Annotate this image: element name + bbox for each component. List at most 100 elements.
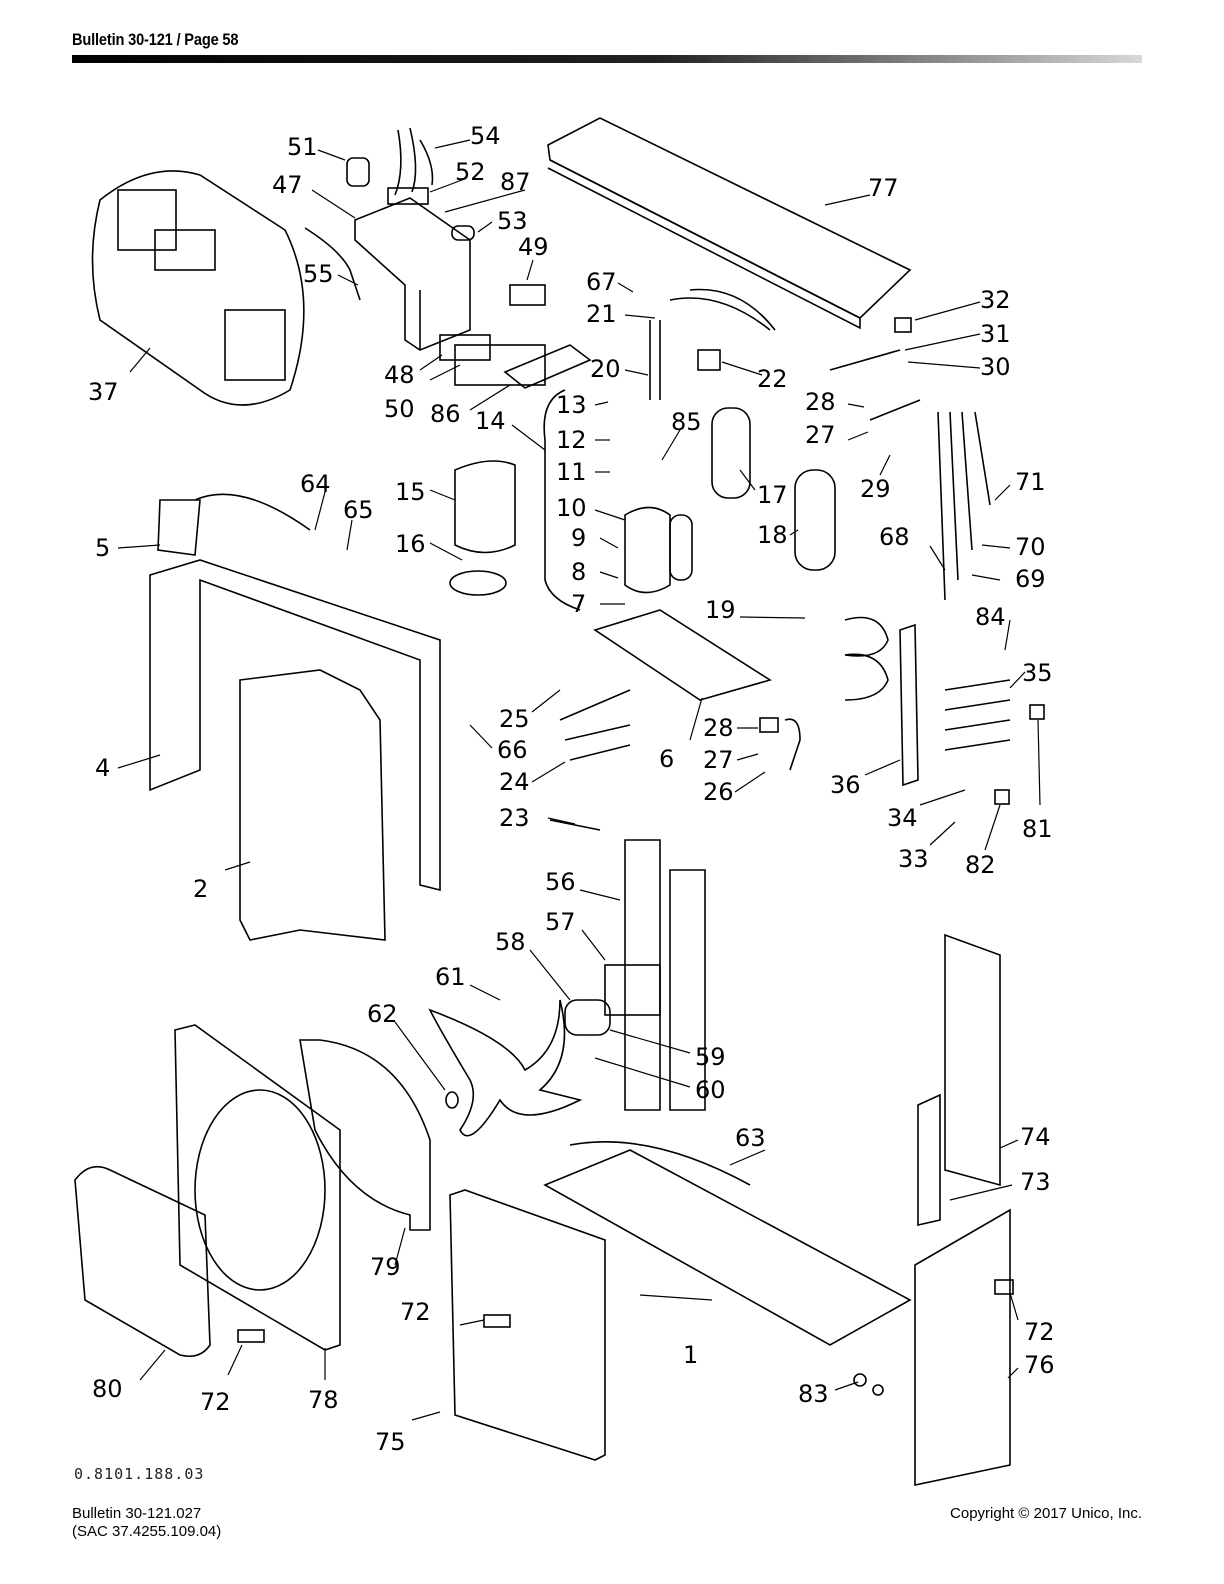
- callout-48: 48: [384, 361, 415, 389]
- callout-60: 60: [695, 1076, 726, 1104]
- footer-bulletin-block: Bulletin 30-121.027 (SAC 37.4255.109.04): [72, 1505, 221, 1541]
- callout-59: 59: [695, 1043, 726, 1071]
- receiver-18: [794, 469, 836, 571]
- callout-49: 49: [518, 233, 549, 261]
- callout-20: 20: [590, 355, 621, 383]
- callout-74: 74: [1020, 1123, 1051, 1151]
- callout-50: 50: [384, 395, 415, 423]
- callout-77: 77: [868, 174, 899, 202]
- callout-32: 32: [980, 286, 1011, 314]
- callout-81: 81: [1022, 815, 1053, 843]
- callout-79: 79: [370, 1253, 401, 1281]
- callout-87: 87: [500, 168, 531, 196]
- callout-57: 57: [545, 908, 576, 936]
- fan-grille-80: [74, 1165, 211, 1358]
- header-rule: [72, 55, 1142, 63]
- callout-2: 2: [193, 875, 208, 903]
- callout-9: 9: [571, 524, 586, 552]
- callout-75: 75: [375, 1428, 406, 1456]
- callout-84: 84: [975, 603, 1006, 631]
- footer-bulletin: Bulletin 30-121.027: [72, 1505, 202, 1522]
- callout-31: 31: [980, 320, 1011, 348]
- callout-54: 54: [470, 122, 501, 150]
- callout-68: 68: [879, 523, 910, 551]
- fan-blade-61: [428, 999, 583, 1137]
- electrical-box-47: [354, 197, 471, 351]
- footer-copyright: Copyright © 2017 Unico, Inc.: [950, 1505, 1142, 1522]
- callout-7: 7: [571, 590, 586, 618]
- callout-27b: 27: [703, 746, 734, 774]
- callout-19: 19: [705, 596, 736, 624]
- callout-8: 8: [571, 558, 586, 586]
- drawing-number: 0.8101.188.03: [74, 1465, 205, 1483]
- callout-37: 37: [88, 378, 119, 406]
- callout-65: 65: [343, 496, 374, 524]
- callout-labels: 1 2 4 5 6 7 8 9 10 11 12 13 14 15 16 17 …: [88, 122, 1055, 1456]
- callout-36: 36: [830, 771, 861, 799]
- base-pan-1: [543, 1149, 912, 1346]
- compressor-10: [624, 506, 671, 594]
- callout-30: 30: [980, 353, 1011, 381]
- callout-83: 83: [798, 1380, 829, 1408]
- page-header-title: Bulletin 30-121 / Page 58: [72, 30, 239, 49]
- callout-24: 24: [499, 768, 530, 796]
- callout-11: 11: [556, 458, 587, 486]
- callout-15: 15: [395, 478, 426, 506]
- callout-52: 52: [455, 158, 486, 186]
- callout-67: 67: [586, 268, 617, 296]
- callout-78: 78: [308, 1386, 339, 1414]
- callout-17: 17: [757, 481, 788, 509]
- callout-82: 82: [965, 851, 996, 879]
- callout-28b: 28: [703, 714, 734, 742]
- callout-12: 12: [556, 426, 587, 454]
- callout-22: 22: [757, 365, 788, 393]
- callout-10: 10: [556, 494, 587, 522]
- callout-21: 21: [586, 300, 617, 328]
- callout-26: 26: [703, 778, 734, 806]
- callout-63: 63: [735, 1124, 766, 1152]
- callout-35: 35: [1022, 659, 1053, 687]
- callout-27a: 27: [805, 421, 836, 449]
- condenser-coil-4: [149, 559, 441, 892]
- callout-6: 6: [659, 745, 674, 773]
- callout-23: 23: [499, 804, 530, 832]
- fan-motor-58: [564, 999, 611, 1036]
- callout-58: 58: [495, 928, 526, 956]
- callout-55: 55: [303, 260, 334, 288]
- callout-86: 86: [430, 400, 461, 428]
- partition-panel-2: [239, 669, 386, 941]
- accumulator-17: [711, 407, 751, 499]
- callout-76: 76: [1024, 1351, 1055, 1379]
- control-board-inset: [91, 170, 305, 406]
- callout-14: 14: [475, 407, 506, 435]
- capacitor-51: [346, 157, 370, 187]
- callout-33: 33: [898, 845, 929, 873]
- compressor-plate-6: [593, 609, 772, 701]
- callout-72a: 72: [400, 1298, 431, 1326]
- callout-13: 13: [556, 391, 587, 419]
- callout-72c: 72: [1024, 1318, 1055, 1346]
- callout-71: 71: [1015, 468, 1046, 496]
- callout-47: 47: [272, 171, 303, 199]
- callout-29: 29: [860, 475, 891, 503]
- side-panel-75: [449, 1189, 606, 1461]
- callout-53: 53: [497, 207, 528, 235]
- callout-70: 70: [1015, 533, 1046, 561]
- callout-51: 51: [287, 133, 318, 161]
- callout-34: 34: [887, 804, 918, 832]
- fan-motor-bracket-56: [624, 839, 661, 1111]
- callout-61: 61: [435, 963, 466, 991]
- callout-85: 85: [671, 408, 702, 436]
- top-panel-77: [547, 117, 912, 319]
- callout-69: 69: [1015, 565, 1046, 593]
- compressor-jacket-15: [454, 460, 516, 554]
- callout-18: 18: [757, 521, 788, 549]
- callout-66: 66: [497, 736, 528, 764]
- callout-56: 56: [545, 868, 576, 896]
- footer-sac: (SAC 37.4255.109.04): [72, 1523, 222, 1540]
- right-panel-76: [914, 1208, 1011, 1486]
- fan-shroud-79: [299, 1039, 431, 1231]
- callout-28a: 28: [805, 388, 836, 416]
- front-panel-78: [174, 1024, 341, 1351]
